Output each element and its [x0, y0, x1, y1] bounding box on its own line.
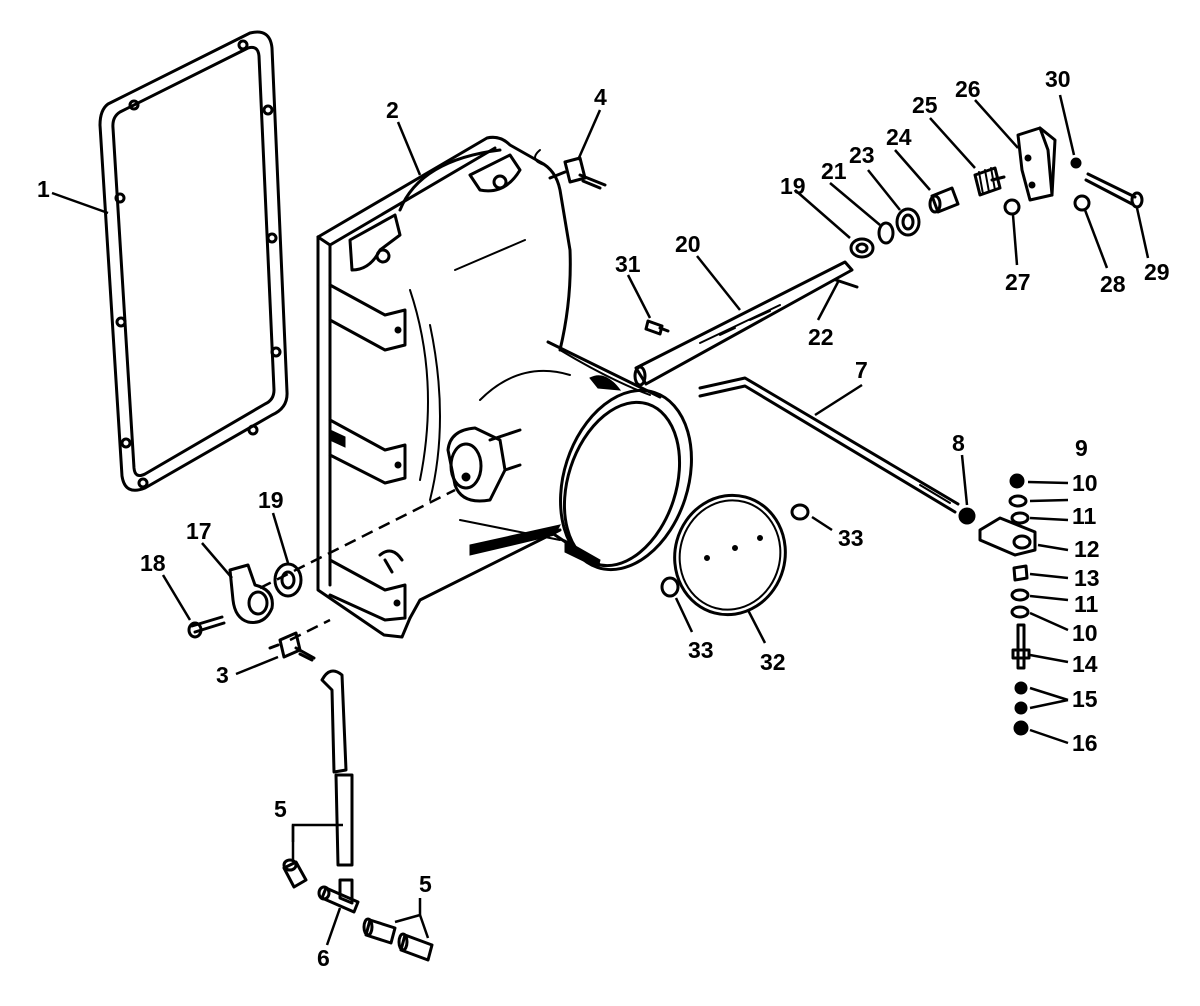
spring-part-25	[973, 166, 1006, 197]
housing-ring-opening	[546, 340, 693, 572]
callout-19-left: 19	[258, 487, 284, 513]
stud-part-14	[1011, 623, 1031, 670]
callout-18: 18	[140, 550, 166, 576]
callout-7: 7	[855, 357, 868, 383]
callout-1: 1	[37, 176, 50, 202]
sleeve-part-5-right-b	[397, 932, 434, 962]
callout-33-right: 33	[838, 525, 864, 551]
callout-labels: 1 2 3 4 5 5 6 7 8 9 10 11 12 13 11 10 14…	[37, 66, 1170, 971]
callout-2: 2	[386, 97, 399, 123]
nut-part-28	[1073, 194, 1091, 212]
callout-22: 22	[808, 324, 834, 350]
screw-part-31	[644, 319, 670, 336]
shaft-part-20	[633, 260, 854, 387]
callout-13: 13	[1074, 565, 1100, 591]
sleeve-part-5-right-a	[362, 917, 397, 945]
callout-5-left: 5	[274, 796, 287, 822]
leader-lines	[51, 94, 1150, 946]
callout-17: 17	[186, 518, 212, 544]
callout-23: 23	[849, 142, 875, 168]
link-part-12	[978, 516, 1037, 557]
callout-16: 16	[1072, 730, 1098, 756]
callout-3: 3	[216, 662, 229, 688]
rod-part-7	[698, 376, 960, 514]
bearing-part-23	[895, 207, 921, 237]
callout-21: 21	[821, 158, 847, 184]
tube-part-5-middle	[334, 773, 354, 867]
pin-part-22	[834, 278, 859, 289]
gasket-part-1	[98, 30, 289, 492]
callout-27: 27	[1005, 269, 1031, 295]
callout-33-left: 33	[688, 637, 714, 663]
ring-part-21	[877, 221, 895, 245]
callout-26: 26	[955, 76, 981, 102]
screw-part-18	[187, 615, 226, 639]
tube-part-5-upper	[320, 669, 348, 774]
callout-6: 6	[317, 945, 330, 971]
callout-12: 12	[1074, 536, 1100, 562]
callout-10-lower: 10	[1072, 620, 1098, 646]
washer-part-10-lower	[1010, 605, 1030, 619]
bushing-part-13	[1012, 564, 1029, 582]
nut-part-15-upper	[1014, 681, 1028, 695]
callout-20: 20	[675, 231, 701, 257]
callout-14: 14	[1072, 651, 1098, 677]
o-ring-part-33-lower	[660, 576, 680, 598]
washer-part-30	[1070, 157, 1082, 169]
callout-10-upper: 10	[1072, 470, 1098, 496]
callout-19-right: 19	[780, 173, 806, 199]
nut-part-9	[1009, 473, 1025, 489]
callout-32: 32	[760, 649, 786, 675]
nut-part-8	[958, 507, 976, 525]
washer-part-11-upper	[1010, 511, 1030, 525]
washer-part-19-right	[849, 237, 875, 259]
callout-25: 25	[912, 92, 938, 118]
callout-11-lower: 11	[1074, 591, 1099, 617]
callout-24: 24	[886, 124, 912, 150]
bolt-part-29	[1084, 172, 1144, 209]
o-ring-part-33-upper	[790, 503, 810, 521]
washer-part-11-lower	[1010, 588, 1030, 602]
callout-28: 28	[1100, 271, 1126, 297]
washer-part-19-left	[273, 562, 303, 598]
callout-4: 4	[594, 84, 607, 110]
callout-9: 9	[1075, 435, 1088, 461]
arm-part-17	[228, 563, 274, 624]
housing-part-2	[316, 135, 651, 639]
callout-11-upper: 11	[1072, 503, 1097, 529]
bushing-part-24	[928, 186, 960, 214]
washer-part-10-upper	[1008, 494, 1028, 508]
fitting-part-4	[534, 149, 607, 190]
callout-31: 31	[615, 251, 641, 277]
fitting-part-3	[268, 631, 316, 662]
callout-15: 15	[1072, 686, 1098, 712]
assembly-line-housing-to-arm	[259, 488, 456, 590]
nut-part-16	[1013, 720, 1029, 736]
callout-5-right: 5	[419, 871, 432, 897]
cover-plate-part-32	[673, 493, 787, 617]
callout-8: 8	[952, 430, 965, 456]
tee-part-6	[317, 878, 360, 914]
nut-part-15-lower	[1014, 701, 1028, 715]
callout-29: 29	[1144, 259, 1170, 285]
callout-30: 30	[1045, 66, 1071, 92]
sleeve-part-5-left	[282, 858, 308, 889]
cap-part-27	[1003, 198, 1021, 216]
bracket-part-26	[1016, 126, 1057, 202]
